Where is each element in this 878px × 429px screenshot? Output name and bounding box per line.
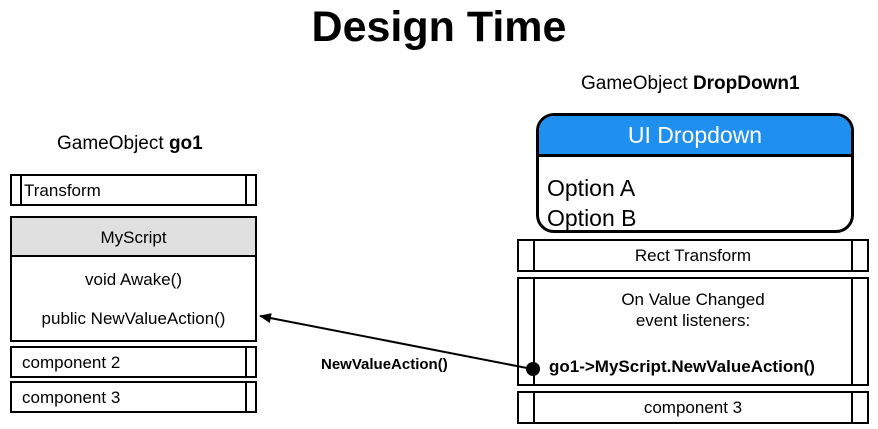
ui-dropdown: UI Dropdown Option A Option B bbox=[536, 113, 854, 233]
event-line-2: event listeners: bbox=[635, 311, 751, 330]
right-divider bbox=[851, 241, 853, 270]
option-a: Option A bbox=[547, 175, 636, 201]
left-divider bbox=[20, 176, 22, 204]
event-listener-entry: go1->MyScript.NewValueAction() bbox=[549, 357, 815, 376]
awake-method: void Awake() bbox=[84, 270, 182, 289]
go1-component-2: component 2 bbox=[10, 346, 257, 378]
myscript-title: MyScript bbox=[100, 228, 167, 247]
go1-transform-component: Transform bbox=[10, 174, 257, 206]
left-divider bbox=[533, 241, 535, 270]
right-divider bbox=[851, 393, 853, 422]
myscript-header: MyScript bbox=[12, 218, 255, 257]
go1-component-3: component 3 bbox=[10, 381, 257, 413]
dropdown1-label-name: DropDown1 bbox=[692, 73, 800, 94]
event-line-1: On Value Changed bbox=[621, 290, 765, 309]
myscript-component: MyScript void Awake() public NewValueAct… bbox=[10, 216, 257, 342]
dropdown1-label-prefix: GameObject bbox=[581, 73, 688, 94]
go1-label-name: go1 bbox=[168, 133, 203, 154]
left-divider bbox=[533, 279, 535, 384]
right-divider bbox=[245, 348, 247, 376]
right-divider bbox=[245, 383, 247, 411]
option-b: Option B bbox=[547, 205, 637, 231]
component-2-label: component 2 bbox=[22, 353, 121, 372]
left-divider bbox=[533, 393, 535, 422]
go1-label-prefix: GameObject bbox=[57, 133, 164, 154]
dropdown-component-3-label: component 3 bbox=[643, 398, 743, 417]
rect-transform-label: Rect Transform bbox=[634, 246, 752, 265]
on-value-changed-component: On Value Changed event listeners: go1->M… bbox=[517, 277, 869, 386]
dropdown1-label: GameObject DropDown1 bbox=[581, 72, 800, 96]
transform-label: Transform bbox=[24, 181, 101, 200]
right-divider bbox=[851, 279, 853, 384]
newvalueaction-method: public NewValueAction() bbox=[41, 309, 226, 328]
ui-dropdown-header: UI Dropdown bbox=[539, 116, 851, 157]
dropdown1-component-3: component 3 bbox=[517, 391, 869, 424]
connection-line bbox=[259, 313, 533, 370]
rect-transform-component: Rect Transform bbox=[517, 239, 869, 272]
connection-source-dot bbox=[526, 362, 540, 376]
go1-label: GameObject go1 bbox=[57, 132, 203, 156]
diagram-title: Design Time bbox=[311, 3, 567, 51]
component-3-label: component 3 bbox=[22, 388, 121, 407]
connection-label: NewValueAction() bbox=[321, 356, 448, 373]
right-divider bbox=[245, 176, 247, 204]
